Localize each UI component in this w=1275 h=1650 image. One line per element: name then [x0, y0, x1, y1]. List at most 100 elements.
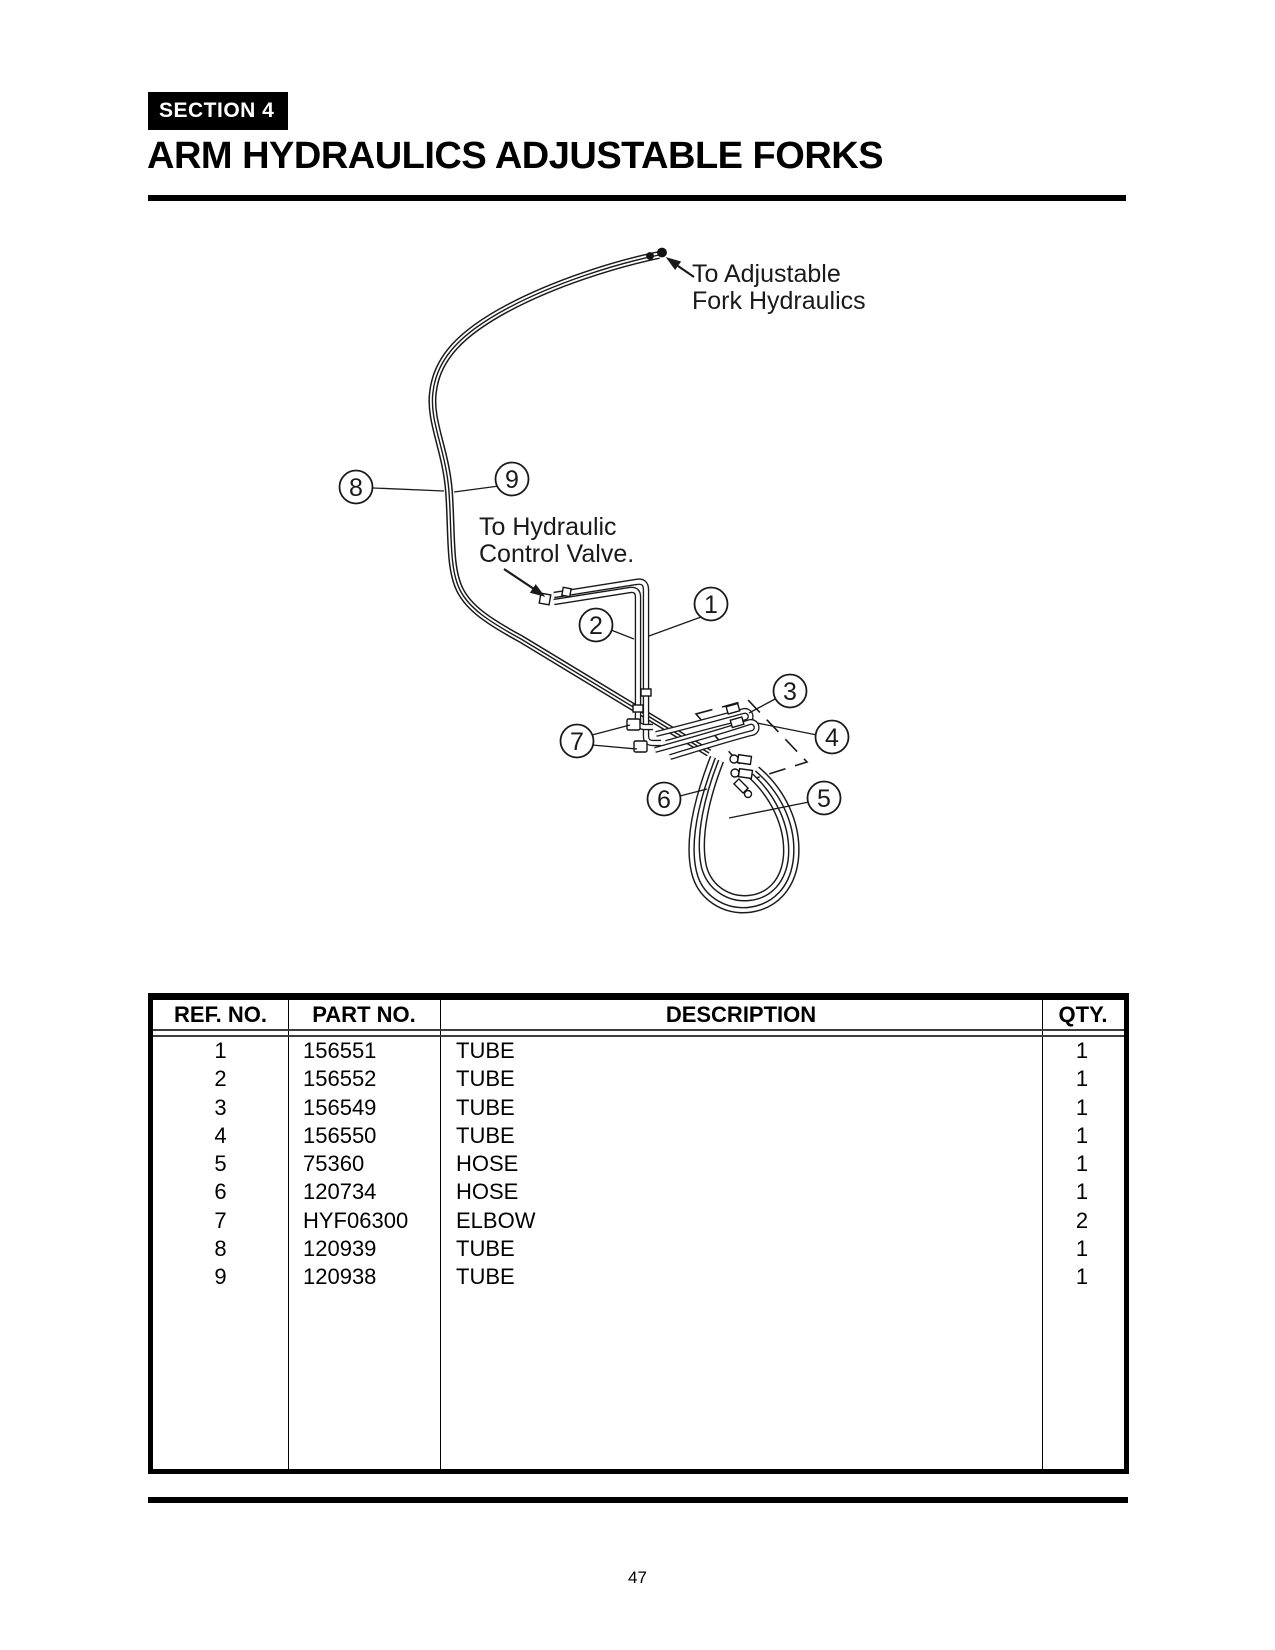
diagram-labels: To Adjustable Fork Hydraulics To Hydraul…	[479, 260, 866, 568]
title-rule	[148, 195, 1126, 201]
cell-description: TUBE	[456, 1122, 515, 1148]
table-row: 7 HYF06300 ELBOW 2	[153, 1207, 1124, 1235]
svg-text:7: 7	[570, 728, 584, 756]
parts-table: REF. NO. PART NO. DESCRIPTION QTY. 1 156…	[148, 993, 1129, 1474]
page-number: 47	[628, 1568, 647, 1587]
column-separator	[439, 1000, 441, 1469]
header-separator	[153, 1029, 1124, 1037]
callout-3: 3	[772, 673, 808, 709]
hose-fitting	[737, 767, 754, 780]
hose-fitting	[736, 753, 753, 766]
table-header-row: REF. NO. PART NO. DESCRIPTION QTY.	[153, 1000, 1124, 1029]
hose-nut	[729, 754, 739, 764]
cell-qty: 1	[1075, 1122, 1089, 1148]
cell-ref-no: 6	[214, 1179, 227, 1205]
svg-text:8: 8	[349, 474, 363, 502]
tube-8-9	[428, 251, 712, 757]
cell-ref-no: 3	[214, 1094, 227, 1120]
cell-ref-no: 5	[214, 1151, 227, 1177]
cell-qty: 2	[1075, 1207, 1089, 1233]
cell-description: TUBE	[456, 1236, 515, 1262]
column-separator	[1041, 1000, 1043, 1469]
table-row: 5 75360 HOSE 1	[153, 1150, 1124, 1178]
cell-ref-no: 1	[214, 1038, 227, 1063]
table-row: 4 156550 TUBE 1	[153, 1122, 1124, 1150]
callout-6: 6	[646, 781, 682, 817]
leader-lines	[372, 485, 818, 819]
header-qty: QTY.	[1058, 1001, 1108, 1027]
hose-nut	[730, 768, 740, 778]
svg-text:4: 4	[825, 724, 839, 752]
callout-7: 7	[559, 723, 595, 759]
valve-fitting	[538, 592, 552, 606]
table-row: 1 156551 TUBE 1	[153, 1037, 1124, 1065]
callout-5: 5	[806, 780, 842, 816]
cell-qty: 1	[1075, 1038, 1089, 1063]
header-part-no: PART NO.	[312, 1001, 416, 1027]
cell-description: HOSE	[456, 1179, 519, 1205]
tube-3	[655, 707, 754, 746]
table-row: 3 156549 TUBE 1	[153, 1094, 1124, 1122]
bottom-rule	[148, 1497, 1128, 1503]
cell-ref-no: 7	[214, 1207, 227, 1233]
cell-ref-no: 4	[214, 1122, 227, 1148]
cell-part-no: 156549	[303, 1094, 377, 1120]
cell-description: HOSE	[456, 1151, 519, 1177]
tube-4	[654, 718, 760, 760]
tube-nut	[729, 716, 745, 729]
cell-qty: 1	[1075, 1236, 1089, 1262]
valve-label-line2: Control Valve.	[479, 540, 634, 568]
table-row: 6 120734 HOSE 1	[153, 1178, 1124, 1206]
tube-end-fitting	[657, 247, 667, 258]
tube-nut	[632, 704, 644, 713]
callout-9: 9	[494, 461, 530, 497]
cell-description: TUBE	[456, 1264, 515, 1290]
cell-part-no: 156550	[303, 1122, 377, 1148]
tube-nut	[640, 688, 652, 697]
parts-diagram: To Adjustable Fork Hydraulics To Hydraul…	[338, 247, 866, 914]
page-title: ARM HYDRAULICS ADJUSTABLE FORKS	[147, 135, 884, 177]
cell-part-no: 156551	[303, 1038, 377, 1063]
fork-label-line1: To Adjustable	[692, 260, 841, 288]
fittings	[538, 247, 754, 799]
cell-qty: 1	[1075, 1179, 1089, 1205]
elbow-fitting	[626, 718, 641, 731]
annotation-arrows	[503, 257, 695, 597]
fork-label-line2: Fork Hydraulics	[692, 287, 866, 315]
cell-part-no: HYF06300	[303, 1207, 409, 1233]
svg-text:2: 2	[589, 612, 603, 640]
cell-description: TUBE	[456, 1066, 515, 1092]
table-row: 9 120938 TUBE 1	[153, 1263, 1124, 1291]
table-row: 8 120939 TUBE 1	[153, 1235, 1124, 1263]
cell-description: ELBOW	[456, 1207, 536, 1233]
header-ref-no: REF. NO.	[174, 1001, 267, 1027]
callout-1: 1	[693, 586, 729, 622]
tube-end-fitting	[646, 252, 654, 260]
hose-nut	[743, 789, 753, 799]
cell-ref-no: 9	[214, 1264, 227, 1290]
tube-2	[553, 586, 653, 731]
callout-4: 4	[814, 719, 850, 755]
column-separator	[287, 1000, 289, 1469]
cell-qty: 1	[1075, 1066, 1089, 1092]
svg-text:3: 3	[783, 678, 797, 706]
header-description: DESCRIPTION	[665, 1001, 817, 1027]
table-row: 2 156552 TUBE 1	[153, 1065, 1124, 1093]
cell-ref-no: 2	[214, 1066, 227, 1092]
cell-qty: 1	[1075, 1094, 1089, 1120]
tube-1	[553, 578, 661, 747]
cell-description: TUBE	[456, 1094, 515, 1120]
svg-text:9: 9	[505, 466, 519, 494]
cell-part-no: 75360	[303, 1151, 365, 1177]
svg-text:6: 6	[657, 786, 671, 814]
cell-part-no: 120734	[303, 1179, 377, 1205]
callout-2: 2	[578, 607, 614, 643]
elbow-fitting	[633, 740, 648, 753]
table-body: 1 156551 TUBE 1 2 156552 TUBE 1 3 156549…	[153, 1037, 1124, 1292]
cell-part-no: 120938	[303, 1264, 377, 1290]
callout-8: 8	[338, 469, 374, 505]
valve-label-line1: To Hydraulic	[479, 513, 617, 541]
hose-5-6	[688, 755, 800, 914]
cell-qty: 1	[1075, 1151, 1089, 1177]
